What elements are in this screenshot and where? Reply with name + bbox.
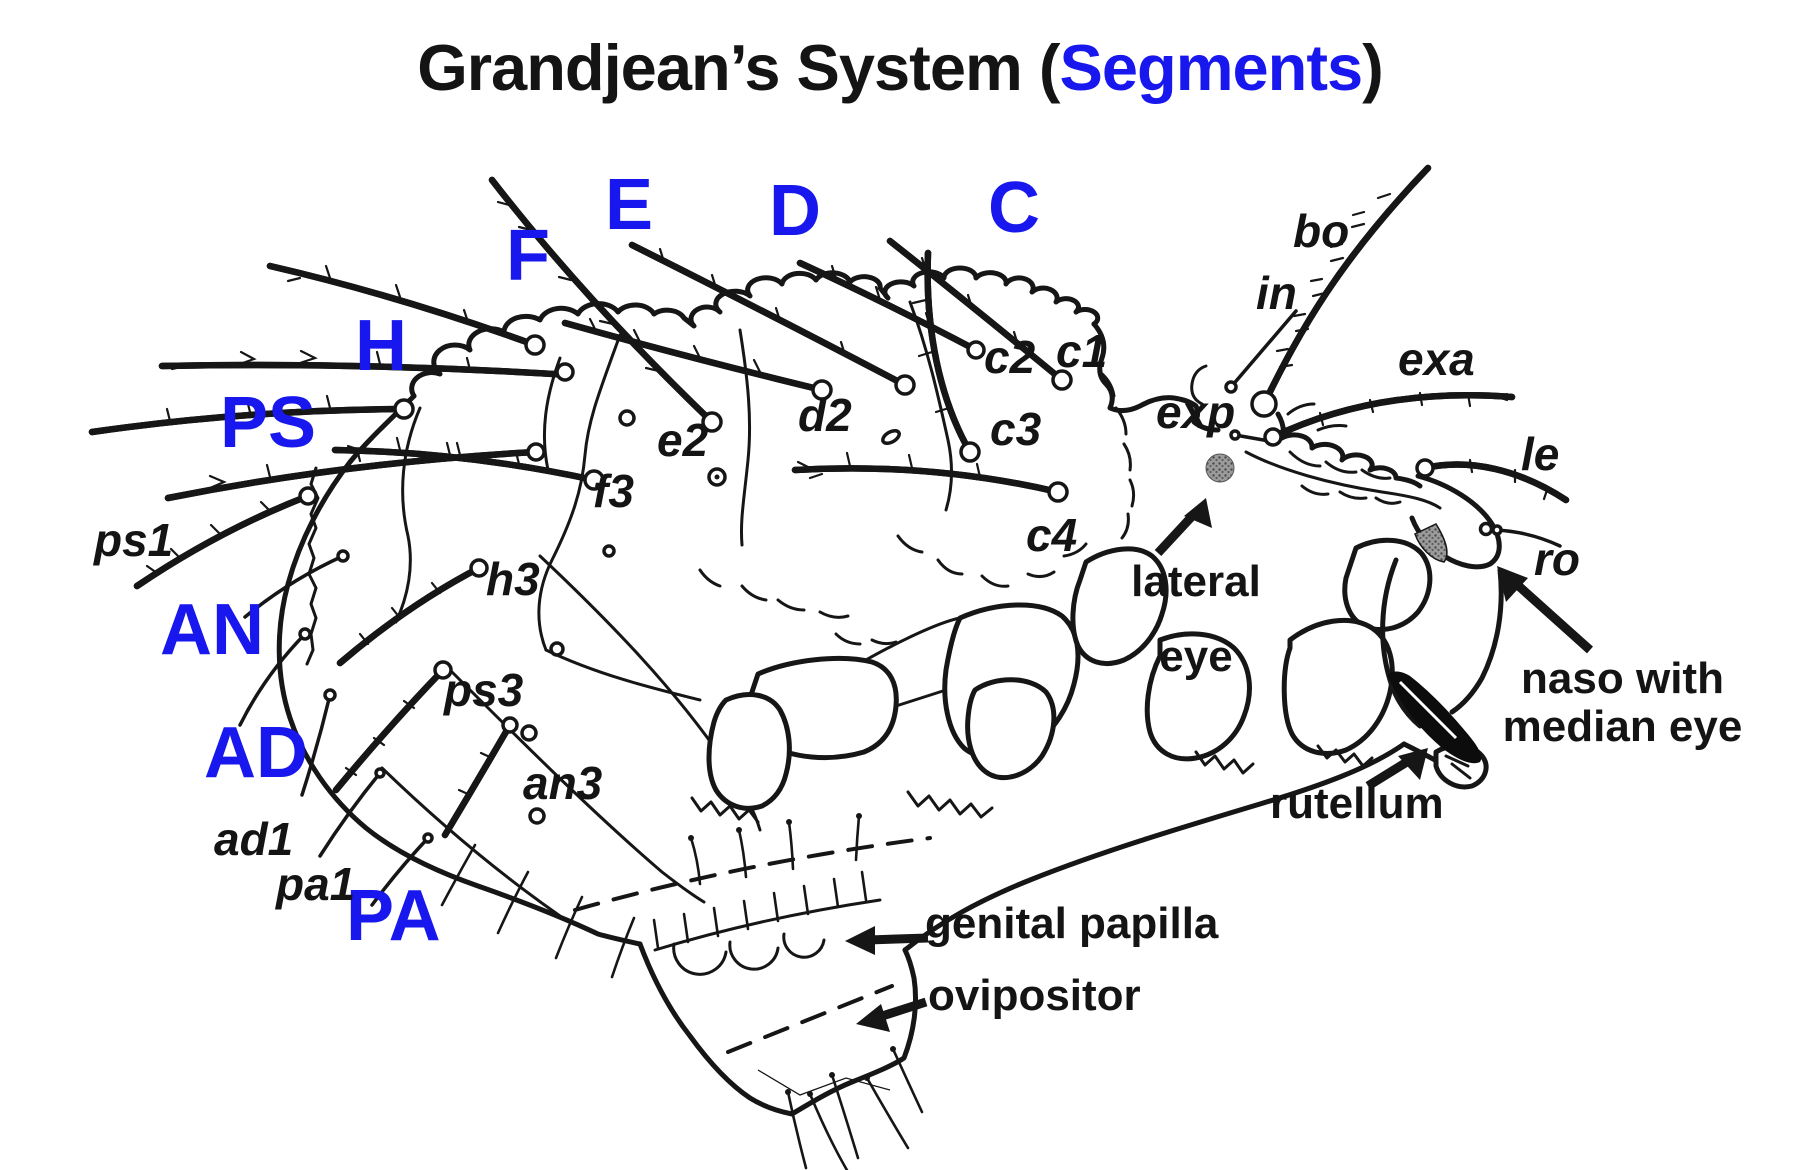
pa-region-setae xyxy=(440,843,636,979)
seta-label-exp: exp xyxy=(1156,386,1236,438)
seta-label-bo: bo xyxy=(1293,205,1350,257)
seta-label-in: in xyxy=(1256,267,1297,319)
figure-title: Grandjean’s System (Segments) xyxy=(417,30,1384,105)
seta-label-f3: f3 xyxy=(593,465,634,517)
title-suffix: ) xyxy=(1362,31,1384,104)
genital-papilla-bumps xyxy=(653,898,882,976)
genital-papilla-arrow xyxy=(845,926,929,955)
title-highlight: Segments xyxy=(1059,31,1363,104)
seta-label-le: le xyxy=(1521,428,1560,480)
seta-label-an3: an3 xyxy=(523,757,603,809)
venter-boundary-dashed xyxy=(573,836,932,912)
seta-label-ro: ro xyxy=(1534,533,1580,585)
seta-sockets xyxy=(298,334,1503,844)
seta-label-exa: exa xyxy=(1398,333,1475,385)
seta-label-c4: c4 xyxy=(1026,509,1078,561)
seta-label-ps3: ps3 xyxy=(444,664,524,716)
segment-label-PS: PS xyxy=(220,383,317,463)
seta-label-d2: d2 xyxy=(798,389,852,441)
mite-body-outline xyxy=(276,265,1442,953)
label-naso-with-median-eye: naso with median eye xyxy=(1502,654,1743,751)
naso-shading xyxy=(1414,523,1448,563)
seta-label-ad1: ad1 xyxy=(214,813,294,865)
segment-label-AD: AD xyxy=(204,713,308,793)
setae-drawing xyxy=(88,164,1570,907)
label-ovipositor: ovipositor xyxy=(928,971,1141,1020)
segment-label-C: C xyxy=(988,168,1040,248)
gnathosoma xyxy=(1380,473,1504,790)
seta-label-c2: c2 xyxy=(984,331,1036,383)
label-genital-papilla: genital papilla xyxy=(925,899,1219,948)
annotation-arrows xyxy=(845,498,1594,1032)
genital-setae xyxy=(652,870,868,950)
rutellum-arrow xyxy=(1365,748,1428,790)
segment-label-AN: AN xyxy=(160,590,264,670)
leg-segments xyxy=(690,537,1433,824)
venter-setae xyxy=(689,814,861,886)
ovipositor-region xyxy=(440,813,932,1170)
label-rutellum: rutellum xyxy=(1270,779,1444,828)
segment-label-D: D xyxy=(769,171,821,251)
lyrifissures xyxy=(520,409,901,825)
label-lateral-eye: lateral eye xyxy=(1131,557,1261,681)
lateral-eye-arrow xyxy=(1154,498,1212,557)
seta-label-ps1: ps1 xyxy=(94,514,174,566)
seta-label-c3: c3 xyxy=(990,403,1042,455)
median-eye xyxy=(1478,521,1494,537)
seta-label-pa1: pa1 xyxy=(276,858,356,910)
rutellum-shape xyxy=(1388,671,1482,780)
title-prefix: Grandjean’s System ( xyxy=(417,31,1060,104)
segment-label-PA: PA xyxy=(346,876,441,956)
ovipositor-boundary-dashed xyxy=(726,984,894,1054)
terminal-setae xyxy=(757,1046,924,1170)
seta-label-h3: h3 xyxy=(486,553,540,605)
seta-barbs xyxy=(106,192,1550,797)
lateral-eye-spot xyxy=(1205,453,1235,483)
seta-label-e2: e2 xyxy=(657,414,709,466)
naso-outline xyxy=(1409,473,1502,570)
ovipositor-arrow xyxy=(856,997,928,1032)
segment-label-F: F xyxy=(506,216,550,296)
segment-label-H: H xyxy=(355,306,407,386)
seta-label-c1: c1 xyxy=(1056,325,1108,377)
naso-arrow xyxy=(1497,566,1594,654)
segment-label-E: E xyxy=(605,165,654,245)
